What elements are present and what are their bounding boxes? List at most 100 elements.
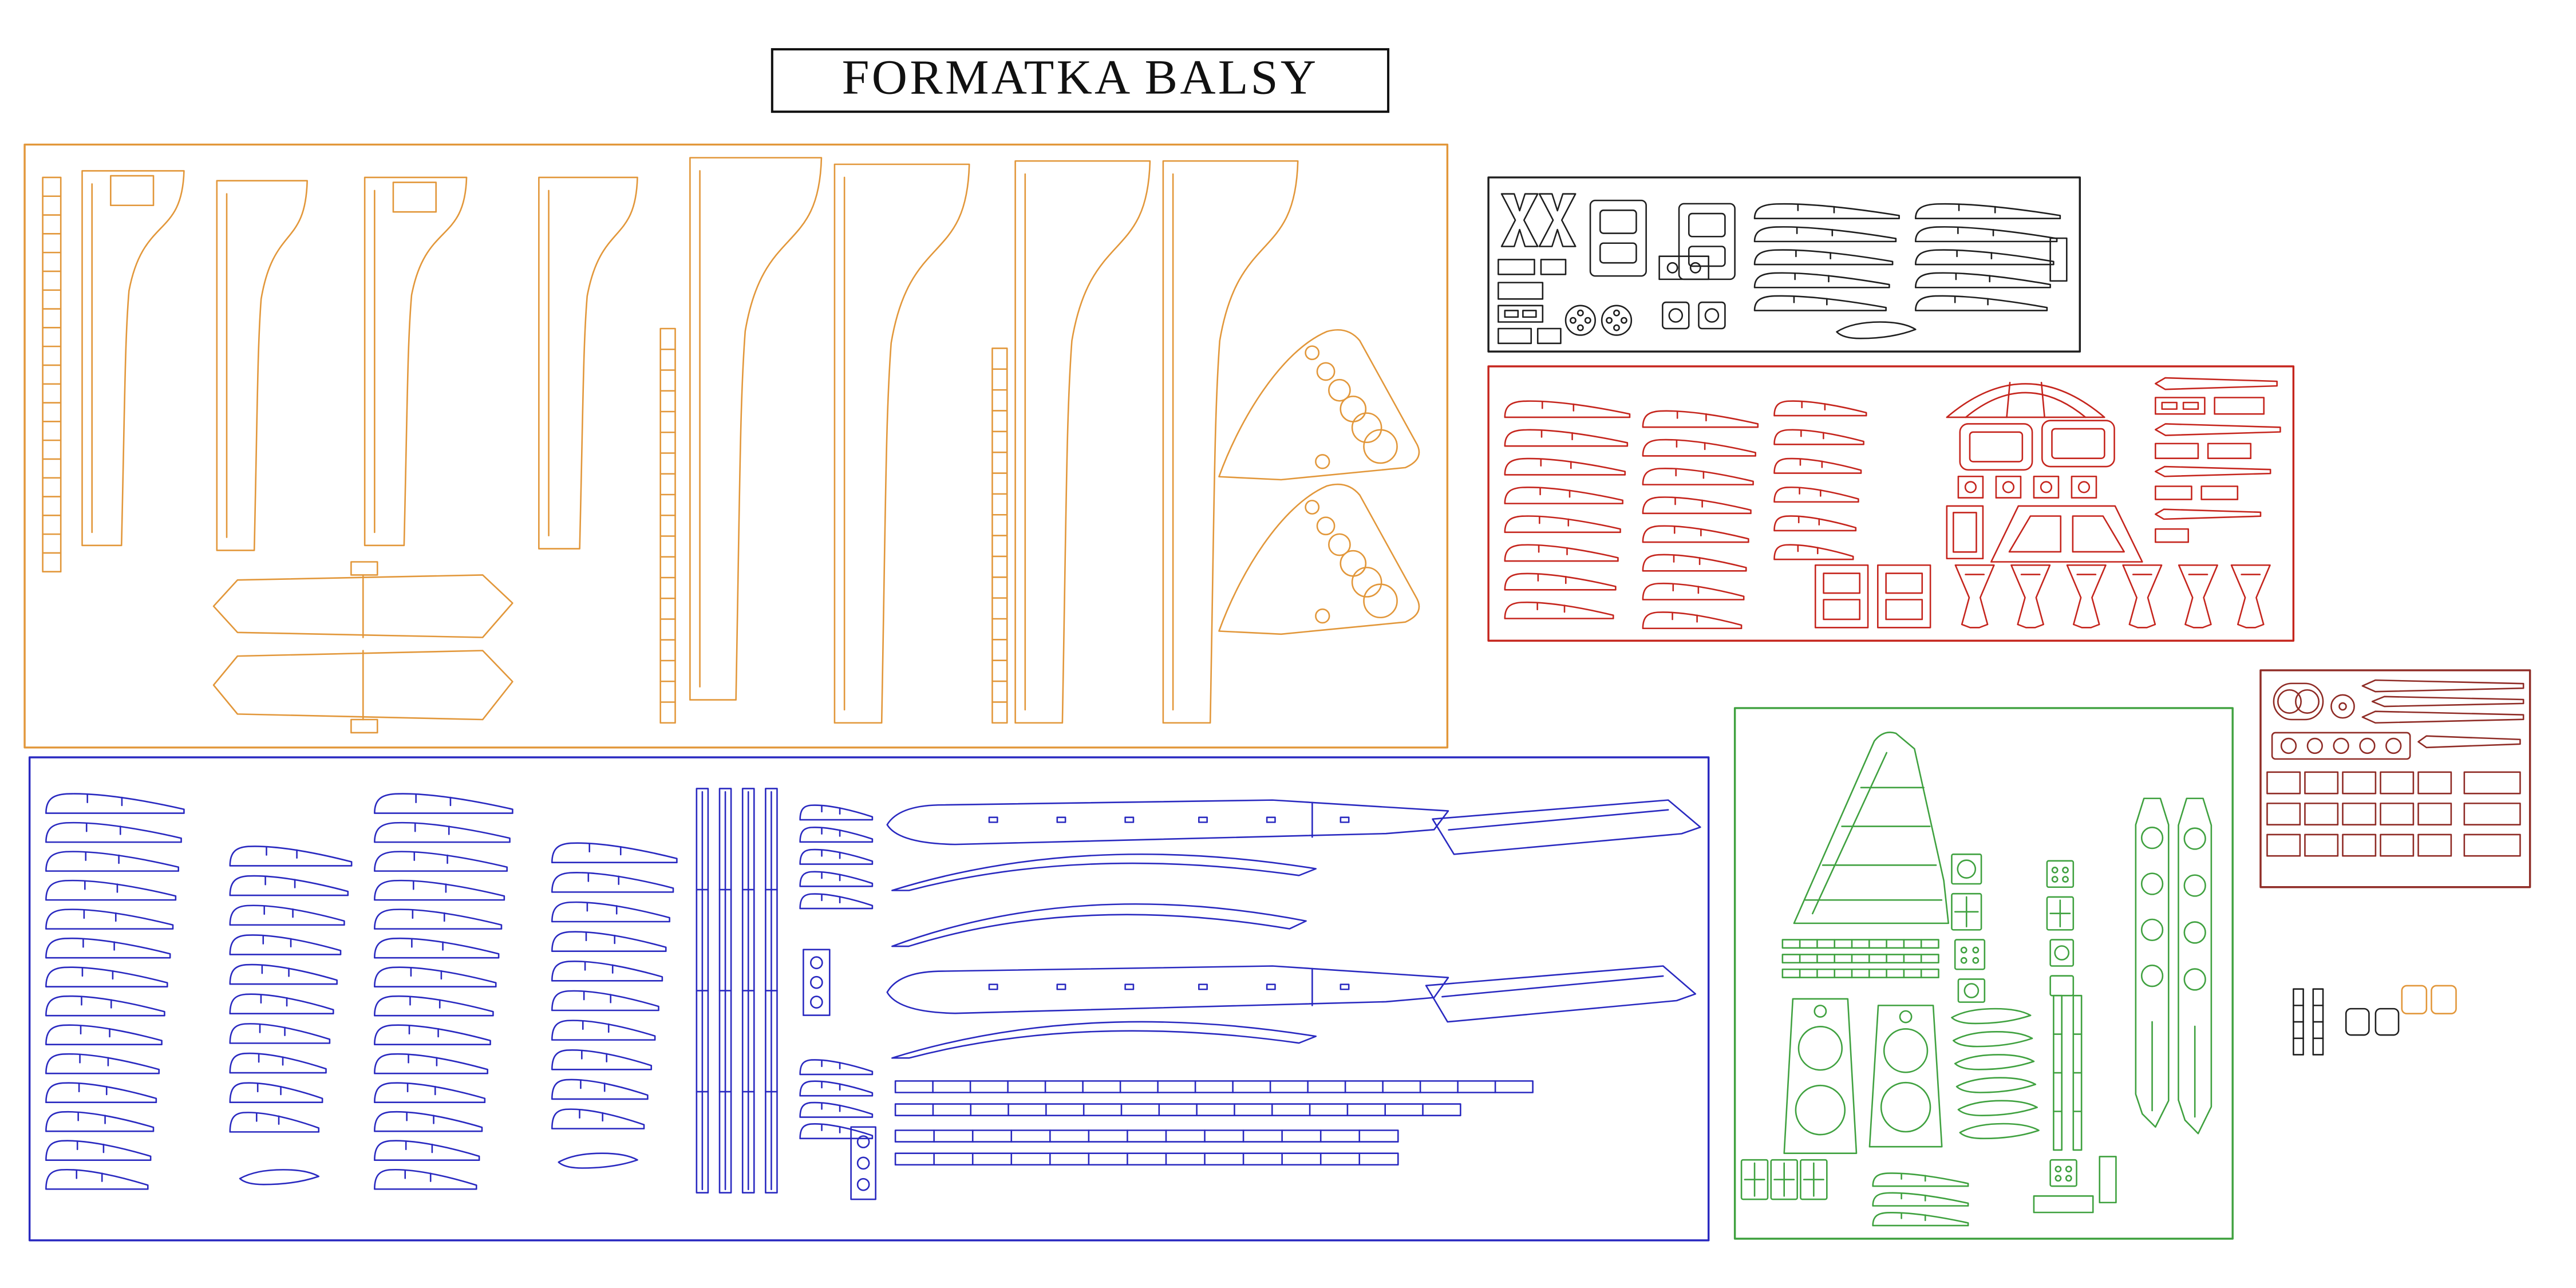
part-sqp <box>2374 1008 2400 1036</box>
part-hstrip <box>894 1080 1534 1093</box>
part-dial <box>2273 682 2324 721</box>
part-sqp <box>2049 939 2075 967</box>
sheet-border <box>23 143 1449 749</box>
part-rib <box>1773 400 1867 560</box>
part-stab <box>212 650 513 734</box>
sheet-border <box>1733 707 2234 1240</box>
part-rib <box>229 846 353 1133</box>
part-trap <box>1990 505 2143 563</box>
part-cplate <box>1783 998 1858 1154</box>
part-pspar <box>2155 465 2271 477</box>
part-funnel <box>2230 564 2271 629</box>
part-hstrip <box>1781 939 1939 949</box>
part-rib <box>1642 410 1759 630</box>
part-rectp <box>2463 771 2521 795</box>
part-circp <box>2330 694 2355 719</box>
part-pspar <box>2155 508 2262 520</box>
part-funnel <box>2178 564 2218 629</box>
part-funnel <box>2010 564 2051 629</box>
part-sqp <box>1957 978 1986 1003</box>
title-box <box>771 48 1390 113</box>
part-fplan <box>886 965 1449 1014</box>
part-ladder <box>1793 732 1949 924</box>
part-cstrip <box>891 853 1317 891</box>
part-pspar <box>2417 735 2521 749</box>
part-funnel <box>1954 564 1995 629</box>
part-sqp <box>1951 854 1982 885</box>
part-rectp <box>2463 833 2521 857</box>
part-rib <box>1872 1172 1969 1227</box>
part-stripv <box>991 347 1008 724</box>
part-rectp <box>2200 485 2239 500</box>
part-rib <box>45 793 185 1190</box>
part-winrow <box>2266 771 2452 795</box>
part-pspar <box>2155 423 2281 436</box>
part-stripv <box>42 176 62 573</box>
part-winrow <box>2266 833 2452 857</box>
part-rectp <box>2155 442 2199 459</box>
part-pspar <box>2361 679 2524 693</box>
part-sqp <box>2049 975 2075 997</box>
part-leaf <box>239 1169 320 1186</box>
part-rib <box>374 793 513 1190</box>
part-winrow <box>2266 803 2452 825</box>
part-hstrip <box>894 1103 1461 1116</box>
part-leaf <box>558 1152 638 1169</box>
sheet-border <box>2259 669 2531 888</box>
part-stab <box>212 561 513 638</box>
part-rectp <box>1678 203 1736 280</box>
part-cstrip <box>891 903 1307 947</box>
part-rectp <box>1662 301 1690 330</box>
part-rectp <box>1498 282 1544 300</box>
sheet-loose-parts <box>2293 985 2457 1056</box>
part-circp <box>1564 305 1596 336</box>
part-rectp <box>2463 803 2521 825</box>
part-rectp <box>2207 442 2252 459</box>
sheet-border <box>28 756 1710 1242</box>
part-rectp <box>2099 1156 2117 1204</box>
part-funnel <box>2122 564 2163 629</box>
part-rectp <box>1959 423 2033 471</box>
part-xp <box>1500 193 1539 247</box>
part-fus <box>1162 160 1299 724</box>
part-hstrip <box>894 1129 1399 1143</box>
sheet-border <box>1487 176 2081 353</box>
part-stripv <box>659 327 676 724</box>
part-rib <box>799 804 874 910</box>
part-sqp <box>2046 860 2075 888</box>
part-rectp <box>2214 397 2265 415</box>
part-rectp <box>2155 485 2192 500</box>
part-rectp <box>2041 420 2115 468</box>
part-fus <box>364 176 468 547</box>
part-hstrip <box>1781 968 1939 978</box>
part-rectp <box>850 1126 876 1200</box>
part-sqp <box>2345 1008 2370 1036</box>
part-holestrip <box>2135 797 2170 1128</box>
part-fus <box>689 157 823 701</box>
part-vstick <box>2053 994 2063 1151</box>
part-fus <box>833 163 970 724</box>
sheet-formers-red <box>1487 365 2295 642</box>
part-rib <box>799 1059 874 1140</box>
part-fus <box>81 170 185 547</box>
part-sqp <box>1954 939 1986 970</box>
part-pspar <box>2361 710 2524 724</box>
part-cstrip <box>891 1021 1317 1059</box>
sheet-tail-parts-green <box>1733 707 2234 1240</box>
part-cplate <box>1868 1005 1943 1148</box>
part-rectp <box>1946 505 1984 560</box>
part-sqp <box>2049 1159 2077 1187</box>
sheet-balsa-main-orange <box>23 143 1449 749</box>
part-circp <box>1601 305 1633 336</box>
part-rectp <box>1536 327 1562 345</box>
part-fplan <box>886 799 1449 846</box>
part-sqrow <box>1957 475 2097 499</box>
part-holestrip <box>2178 797 2212 1135</box>
part-leaf <box>1836 321 1917 339</box>
part-funnel <box>2066 564 2107 629</box>
part-hstrip <box>894 1152 1399 1166</box>
part-sqp <box>2401 985 2428 1015</box>
part-rectp <box>1589 199 1647 277</box>
